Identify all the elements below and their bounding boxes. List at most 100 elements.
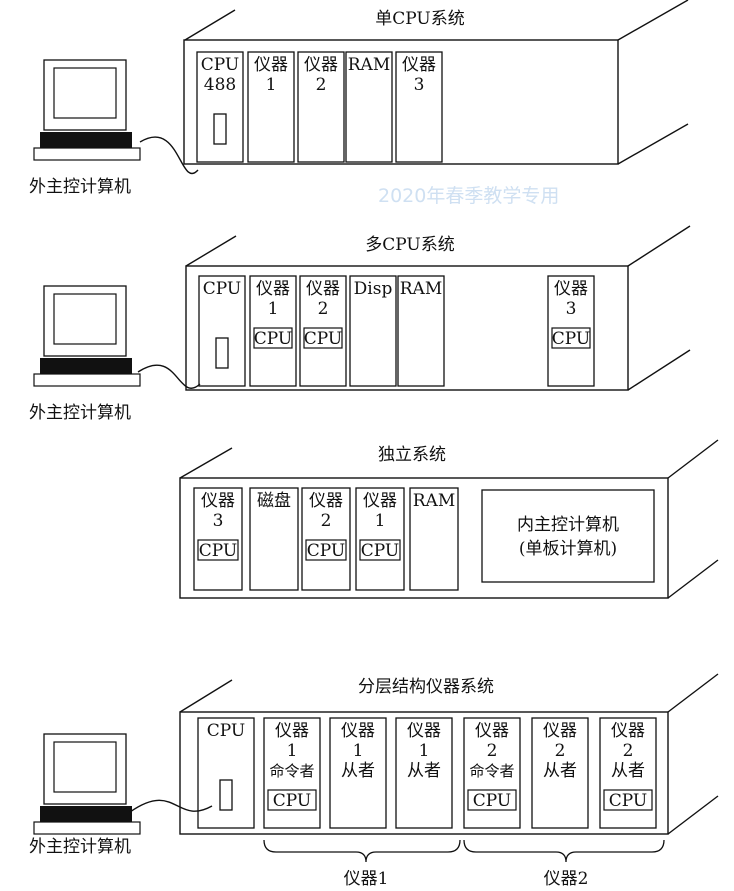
keyboard — [40, 358, 132, 374]
cpu-label: CPU — [199, 541, 237, 561]
chassis-edge — [179, 447, 233, 479]
module-slot — [355, 487, 405, 591]
module-slot — [409, 487, 459, 591]
module-label: 从者 — [611, 761, 645, 781]
module-card: Disp — [349, 275, 397, 387]
cpu-label: CPU — [304, 329, 342, 349]
module-card: RAM — [397, 275, 445, 387]
module-label: 仪器 — [554, 279, 588, 299]
group-brace: 仪器2 — [463, 839, 665, 889]
module-label: 1 — [287, 741, 298, 761]
module-label: RAM — [413, 491, 455, 511]
keyboard — [40, 806, 132, 822]
module-card: RAM — [345, 51, 393, 163]
module-label: 1 — [375, 511, 386, 531]
system-3: 独立系统仪器3CPU磁盘仪器2CPU仪器1CPURAM内主控计算机(单板计算机) — [179, 439, 719, 599]
module-label: 磁盘 — [257, 491, 291, 511]
module-label: 2 — [487, 741, 498, 761]
module-slot — [531, 717, 589, 829]
module-label: 从者 — [407, 761, 441, 781]
chassis-edge — [184, 9, 236, 41]
module-label: 命令者 — [469, 762, 514, 780]
module-card: CPU — [197, 717, 255, 829]
module-label: 仪器 — [611, 721, 645, 741]
keyboard — [40, 132, 132, 148]
module-label: 2 — [555, 741, 566, 761]
module-card: RAM — [409, 487, 459, 591]
chassis-front — [179, 477, 669, 599]
module-label: 2 — [321, 511, 332, 531]
chassis-edge — [627, 225, 691, 267]
module-slot — [329, 717, 387, 829]
cpu-label: CPU — [307, 541, 345, 561]
cpu-box — [305, 539, 347, 561]
module-label: 从者 — [543, 761, 577, 781]
module-label: 2 — [318, 299, 329, 319]
cpu-box — [253, 327, 293, 349]
module-label: 仪器 — [407, 721, 441, 741]
system-title: 独立系统 — [378, 445, 446, 465]
module-label: 1 — [419, 741, 430, 761]
module-label: CPU — [207, 721, 245, 741]
cpu-label: CPU — [361, 541, 399, 561]
module-label: 仪器 — [256, 279, 290, 299]
monitor-screen — [53, 67, 117, 119]
module-label: 仪器 — [543, 721, 577, 741]
cpu-label: CPU — [273, 791, 311, 811]
inner-computer: 内主控计算机(单板计算机) — [481, 489, 655, 583]
chassis-edge — [617, 123, 689, 165]
module-label: RAM — [400, 279, 442, 299]
module-slot — [301, 487, 351, 591]
module-card: 仪器3 — [395, 51, 443, 163]
module-label: 仪器 — [341, 721, 375, 741]
module-label: 2 — [316, 75, 327, 95]
group-label: 仪器1 — [344, 869, 389, 889]
module-label: 仪器 — [363, 491, 397, 511]
module-slot — [349, 275, 397, 387]
host-computer-label: 外主控计算机 — [29, 403, 131, 423]
module-card: CPU — [198, 275, 246, 387]
module-label: 2 — [623, 741, 634, 761]
module-label: 3 — [213, 511, 224, 531]
connector-port — [215, 337, 229, 369]
cpu-label: CPU — [473, 791, 511, 811]
module-card: 仪器2 — [297, 51, 345, 163]
cpu-box — [551, 327, 591, 349]
watermark: 2020年春季教学专用 — [378, 185, 559, 207]
chassis-front — [183, 39, 619, 165]
module-label: 3 — [414, 75, 425, 95]
module-label: CPU — [201, 55, 239, 75]
system-title: 单CPU系统 — [375, 9, 464, 29]
host-computer: 外主控计算机 — [29, 59, 199, 197]
module-label: 仪器 — [304, 55, 338, 75]
monitor — [43, 285, 127, 357]
module-slot — [193, 487, 243, 591]
module-label: 仪器 — [309, 491, 343, 511]
cpu-box — [467, 789, 517, 811]
cpu-box — [359, 539, 401, 561]
module-label: 仪器 — [254, 55, 288, 75]
module-slot — [297, 51, 345, 163]
host-computer-label: 外主控计算机 — [29, 837, 131, 857]
chassis-front — [179, 711, 669, 835]
connector-port — [219, 779, 233, 811]
host-cable — [139, 136, 199, 175]
computer-base — [33, 147, 141, 161]
module-label: 1 — [266, 75, 277, 95]
connector-port — [213, 113, 227, 145]
module-slot — [397, 275, 445, 387]
cpu-box — [267, 789, 317, 811]
module-label: 1 — [268, 299, 279, 319]
